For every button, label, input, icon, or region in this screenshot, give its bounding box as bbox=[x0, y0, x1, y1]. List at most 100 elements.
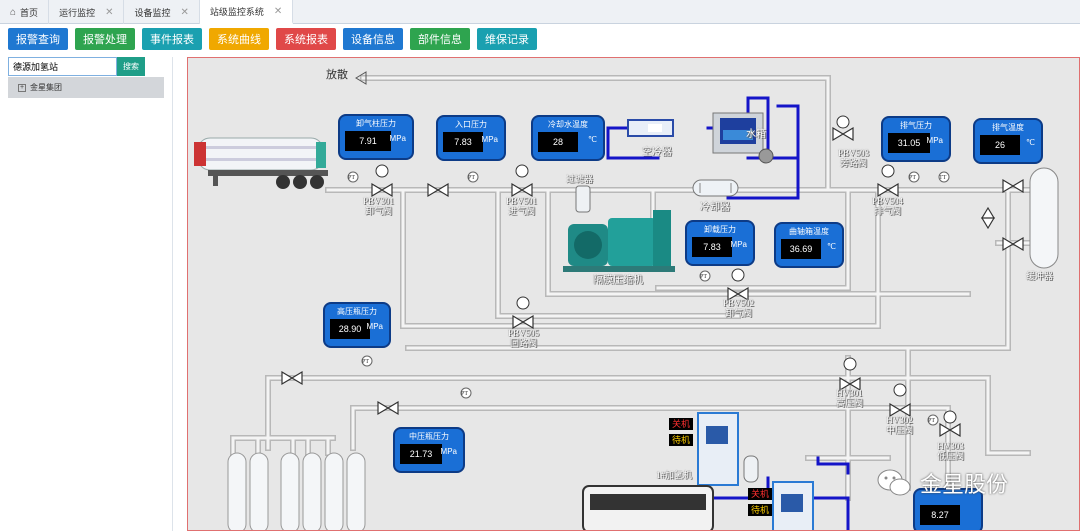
gauge-title: 冷却水温度 bbox=[548, 120, 588, 129]
valve-tag: PBV301 bbox=[363, 196, 395, 206]
gauge-title: 入口压力 bbox=[455, 120, 487, 129]
gauge-high-bottle-pressure[interactable]: 高压瓶压力 28.90 MPa bbox=[323, 302, 391, 348]
cooler-label: 冷却器 bbox=[700, 202, 730, 213]
filter-label: 过滤器 bbox=[566, 174, 594, 184]
tab-bar: ⌂首页 运行监控 ✕ 设备监控✕ 站级监控系统 ✕ bbox=[0, 0, 1080, 24]
close-icon[interactable]: ✕ bbox=[273, 5, 283, 17]
event-report-button[interactable]: 事件报表 bbox=[142, 28, 202, 50]
gauge-value: 7.83 bbox=[443, 132, 483, 152]
gauge-crankcase-temp[interactable]: 曲轴箱温度 36.69 ℃ bbox=[774, 222, 844, 268]
pt-tag: PT bbox=[909, 175, 917, 181]
alarm-handle-button[interactable]: 报警处理 bbox=[75, 28, 135, 50]
gauge-unit: MPa bbox=[440, 447, 457, 456]
tt-tag: TT bbox=[939, 175, 947, 181]
instrument-symbols bbox=[347, 171, 950, 426]
device-info-button[interactable]: 设备信息 bbox=[343, 28, 403, 50]
close-icon[interactable]: ✕ bbox=[105, 6, 114, 18]
buffer-tank-label: 缓冲器 bbox=[1026, 271, 1054, 281]
tab-station-monitor[interactable]: 站级监控系统 ✕ bbox=[199, 0, 294, 24]
dispenser-1 bbox=[697, 412, 759, 486]
gauge-value: 36.69 bbox=[781, 239, 821, 259]
part-info-button[interactable]: 部件信息 bbox=[410, 28, 470, 50]
watermark-text: 金星股份 bbox=[920, 472, 1009, 497]
bus bbox=[582, 485, 714, 530]
gauge-value: 28.90 bbox=[330, 319, 370, 339]
gauge-unit: MPa bbox=[481, 135, 498, 144]
tube-trailer bbox=[194, 137, 328, 189]
tree-node-label: 金星集团 bbox=[30, 83, 62, 92]
valve-tag: PBV501 bbox=[506, 196, 538, 206]
valve-tag: PBV502 bbox=[723, 298, 755, 308]
close-icon[interactable]: ✕ bbox=[180, 6, 189, 18]
valve-name: 低压阀 bbox=[937, 451, 965, 461]
gauge-unload-column-pressure[interactable]: 卸气柱压力 7.91 MPa bbox=[338, 114, 414, 160]
vent-label: 放散 bbox=[326, 69, 348, 81]
gauge-unload-pressure[interactable]: 卸载压力 7.83 MPa bbox=[685, 220, 755, 266]
gauge-exhaust-pressure[interactable]: 排气压力 31.05 MPa bbox=[881, 116, 951, 162]
water-tank bbox=[712, 112, 774, 164]
system-curve-button[interactable]: 系统曲线 bbox=[209, 28, 269, 50]
tab-home[interactable]: ⌂首页 bbox=[0, 0, 50, 24]
system-report-button[interactable]: 系统报表 bbox=[276, 28, 336, 50]
valve-name: 进气阀 bbox=[508, 206, 536, 216]
gauge-title: 卸气柱压力 bbox=[356, 119, 396, 128]
search-button[interactable]: 搜索 bbox=[117, 57, 145, 76]
home-icon: ⌂ bbox=[10, 6, 17, 18]
gauge-value: 8.27 bbox=[920, 505, 960, 525]
gauge-unit: MPa bbox=[366, 322, 383, 331]
maintenance-record-button[interactable]: 维保记录 bbox=[477, 28, 537, 50]
pt-tag: PT bbox=[468, 175, 476, 181]
gauge-value: 26 bbox=[980, 135, 1020, 155]
gauge-unit: MPa bbox=[926, 136, 943, 145]
gauge-value: 7.91 bbox=[345, 131, 391, 151]
valve-name: 高压阀 bbox=[836, 398, 864, 408]
valve-tag: PBV504 bbox=[872, 196, 904, 206]
dispenser-label: 1#加氢机 bbox=[656, 470, 693, 480]
tab-run-monitor[interactable]: 运行监控 ✕ bbox=[49, 0, 125, 24]
tab-label: 首页 bbox=[20, 7, 39, 18]
dispenser1-status-standby: 待机 bbox=[669, 434, 694, 446]
pt-tag: PT bbox=[461, 391, 469, 397]
dispenser-2 bbox=[772, 481, 814, 530]
gauge-mid-bottle-pressure[interactable]: 中压瓶压力 21.73 MPa bbox=[393, 427, 465, 473]
gauge-low-bottle-pressure[interactable]: 8.27 bbox=[913, 488, 983, 530]
heat-exchanger bbox=[692, 179, 739, 197]
gauge-unit: ℃ bbox=[827, 242, 836, 251]
valve-tag: HV301 bbox=[836, 388, 863, 398]
pt-tag: PT bbox=[928, 418, 936, 424]
tab-device-monitor[interactable]: 设备监控✕ bbox=[124, 0, 200, 24]
compressor-label: 隔膜压缩机 bbox=[593, 275, 643, 286]
valve-name: 回路阀 bbox=[510, 338, 538, 348]
process-diagram: 卸气柱压力 7.91 MPa 入口压力 7.83 MPa 冷却水温度 28 ℃ … bbox=[187, 57, 1080, 531]
valve-tag: HV302 bbox=[886, 415, 913, 425]
dispenser1-status-off: 关机 bbox=[669, 418, 694, 430]
tree-node-root[interactable]: + 金星集团 bbox=[8, 77, 164, 98]
gauge-title: 曲轴箱温度 bbox=[789, 227, 829, 236]
search-input[interactable] bbox=[8, 57, 117, 76]
valve-name: 卸气阀 bbox=[365, 206, 393, 216]
tab-label: 站级监控系统 bbox=[209, 6, 264, 17]
filter bbox=[575, 185, 591, 213]
valve-tag: HV303 bbox=[937, 441, 964, 451]
valve-name: 旁路阀 bbox=[840, 158, 868, 168]
gauge-title: 中压瓶压力 bbox=[409, 432, 449, 441]
gauge-unit: ℃ bbox=[1026, 138, 1035, 147]
air-cooler bbox=[627, 119, 674, 137]
gauge-cooling-water-temp[interactable]: 冷却水温度 28 ℃ bbox=[531, 115, 605, 161]
alarm-query-button[interactable]: 报警查询 bbox=[8, 28, 68, 50]
gauge-exhaust-temp[interactable]: 排气温度 26 ℃ bbox=[973, 118, 1043, 164]
pt-tag: PT bbox=[700, 274, 708, 280]
tab-label: 运行监控 bbox=[59, 7, 96, 18]
gauge-title: 排气温度 bbox=[992, 123, 1024, 132]
gauge-unit: ℃ bbox=[588, 135, 597, 144]
gauge-title: 卸载压力 bbox=[704, 225, 736, 234]
pt-tag: PT bbox=[348, 175, 356, 181]
expand-icon[interactable]: + bbox=[18, 83, 26, 92]
gauge-inlet-pressure[interactable]: 入口压力 7.83 MPa bbox=[436, 115, 506, 161]
dispenser2-status-off: 关机 bbox=[748, 488, 773, 500]
